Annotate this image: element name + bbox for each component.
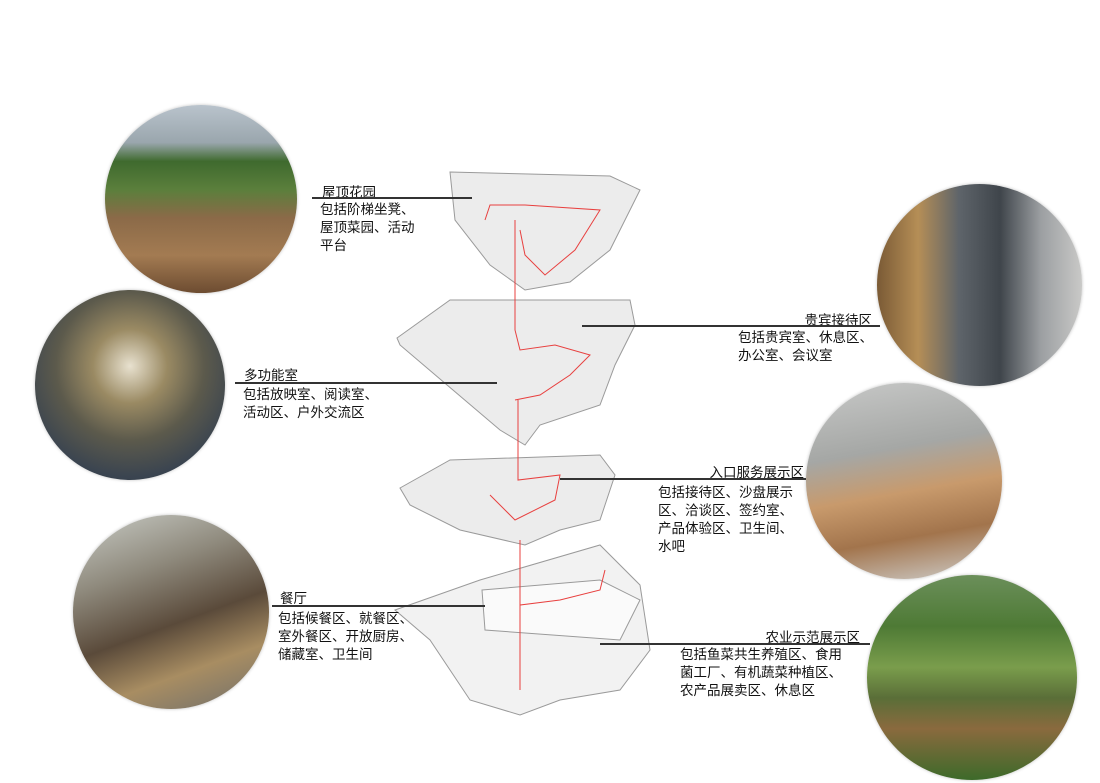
leader-line-rooftop	[312, 197, 472, 199]
desc-line: 包括候餐区、就餐区、	[278, 611, 413, 627]
desc-line: 屋顶菜园、活动	[320, 220, 415, 236]
zone-desc-entrance-showroom: 包括接待区、沙盘展示 区、洽谈区、签约室、 产品体验区、卫生间、 水吧	[658, 484, 793, 556]
zone-title-entrance-showroom: 入口服务展示区	[709, 465, 805, 481]
zone-desc-rooftop-garden: 包括阶梯坐凳、 屋顶菜园、活动 平台	[320, 201, 415, 255]
upper-level	[396, 299, 636, 446]
zone-desc-agriculture-demo: 包括鱼菜共生养殖区、食用 菌工厂、有机蔬菜种植区、 农产品展卖区、休息区	[680, 646, 842, 700]
desc-line: 包括贵宾室、休息区、	[738, 330, 873, 346]
agriculture-demo-photo	[867, 575, 1077, 780]
desc-line: 活动区、户外交流区	[243, 405, 365, 421]
zone-title-multifunction: 多功能室	[244, 368, 298, 384]
leader-line-agriculture	[600, 643, 870, 645]
multifunction-room-photo	[35, 290, 225, 480]
rooftop-garden-photo	[105, 105, 297, 293]
zone-title-restaurant: 餐厅	[280, 591, 307, 607]
desc-line: 储藏室、卫生间	[278, 647, 373, 663]
vip-reception-photo	[877, 184, 1082, 386]
desc-line: 包括阶梯坐凳、	[320, 202, 415, 218]
desc-line: 区、洽谈区、签约室、	[658, 503, 793, 519]
desc-line: 平台	[320, 238, 347, 254]
leader-line-restaurant	[272, 605, 485, 607]
desc-line: 包括放映室、阅读室、	[243, 387, 378, 403]
leader-line-multifunction	[235, 382, 497, 384]
leader-line-entrance	[560, 478, 806, 480]
desc-line: 包括鱼菜共生养殖区、食用	[680, 647, 842, 663]
entrance-showroom-photo	[806, 383, 1002, 579]
desc-line: 办公室、会议室	[738, 348, 833, 364]
circulation-path	[484, 204, 606, 690]
zone-desc-restaurant: 包括候餐区、就餐区、 室外餐区、开放厨房、 储藏室、卫生间	[278, 610, 413, 664]
restaurant-block	[481, 579, 641, 641]
desc-line: 农产品展卖区、休息区	[680, 683, 815, 699]
restaurant-photo	[73, 515, 269, 709]
desc-line: 室外餐区、开放厨房、	[278, 629, 413, 645]
desc-line: 包括接待区、沙盘展示	[658, 485, 793, 501]
desc-line: 产品体验区、卫生间、	[658, 521, 793, 537]
roof-level	[449, 171, 641, 291]
zone-title-agriculture-demo: 农业示范展示区	[765, 630, 861, 646]
leader-line-vip	[582, 325, 880, 327]
middle-level	[399, 454, 616, 546]
desc-line: 水吧	[658, 539, 685, 555]
zone-desc-multifunction: 包括放映室、阅读室、 活动区、户外交流区	[243, 386, 378, 422]
zone-desc-vip-reception: 包括贵宾室、休息区、 办公室、会议室	[738, 329, 873, 365]
desc-line: 菌工厂、有机蔬菜种植区、	[680, 665, 842, 681]
